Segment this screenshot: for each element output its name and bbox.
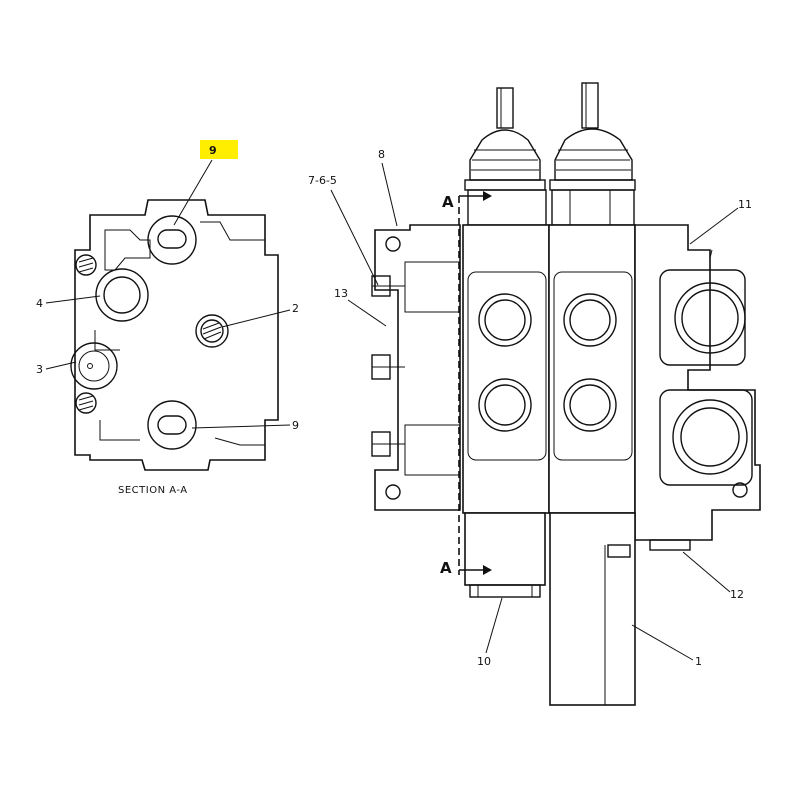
top-cap-left — [467, 189, 547, 226]
leader-12 — [682, 551, 731, 593]
leader-8 — [381, 162, 398, 227]
port-right-top — [659, 269, 746, 366]
top-cap-right — [551, 189, 635, 226]
label-a-bottom: A — [440, 559, 452, 577]
label-10: 10 — [477, 655, 491, 668]
leader-3 — [45, 361, 77, 370]
bolt-left-top — [75, 254, 97, 276]
label-12: 12 — [730, 588, 744, 601]
label-1: 1 — [695, 655, 702, 668]
spool-cap-10 — [464, 512, 546, 598]
label-7-6-5: 7-6-5 — [308, 174, 337, 187]
section-a-a-view: 9 4 3 2 9 SECTION A-A — [36, 140, 299, 496]
label-3: 3 — [36, 363, 43, 376]
port-9-top — [147, 215, 197, 265]
label-2: 2 — [292, 302, 299, 315]
leader-9-top — [173, 159, 213, 226]
label-13: 13 — [334, 287, 348, 300]
handle-right — [549, 82, 636, 191]
tie-rod-nut-bottom — [371, 431, 405, 457]
outlet-end-plate — [634, 224, 761, 541]
label-a-top: A — [442, 193, 454, 211]
leader-13 — [347, 299, 387, 327]
port-3 — [70, 342, 118, 390]
leader-1 — [631, 624, 694, 661]
plug-2 — [195, 314, 229, 348]
label-9-highlight: 9 — [209, 144, 217, 157]
handle-left — [464, 87, 546, 191]
leader-4 — [45, 295, 101, 304]
leader-7-6-5 — [330, 189, 379, 286]
highlight-box — [200, 140, 238, 159]
valve-section-1 — [462, 224, 550, 514]
bolt-left-bottom — [75, 392, 97, 414]
section-caption: SECTION A-A — [118, 485, 188, 496]
tie-rod-nut-middle — [371, 354, 405, 380]
leader-11 — [689, 207, 739, 245]
tie-rod-nut-top — [371, 275, 405, 297]
leader-10 — [485, 597, 503, 654]
label-4: 4 — [36, 297, 43, 310]
main-valve-view: A A 8 7-6-5 13 11 12 10 1 — [308, 82, 761, 706]
leader-2 — [221, 309, 291, 328]
valve-section-2 — [548, 224, 636, 514]
port-9-bottom — [147, 400, 197, 450]
leader-9-bottom — [191, 424, 291, 429]
label-11: 11 — [738, 198, 752, 211]
lever-body-1 — [549, 512, 636, 706]
label-9-bottom: 9 — [292, 419, 299, 432]
label-8: 8 — [378, 148, 385, 161]
item-12-block — [649, 539, 691, 551]
port-right-bottom — [659, 389, 753, 498]
port-4 — [95, 268, 149, 322]
